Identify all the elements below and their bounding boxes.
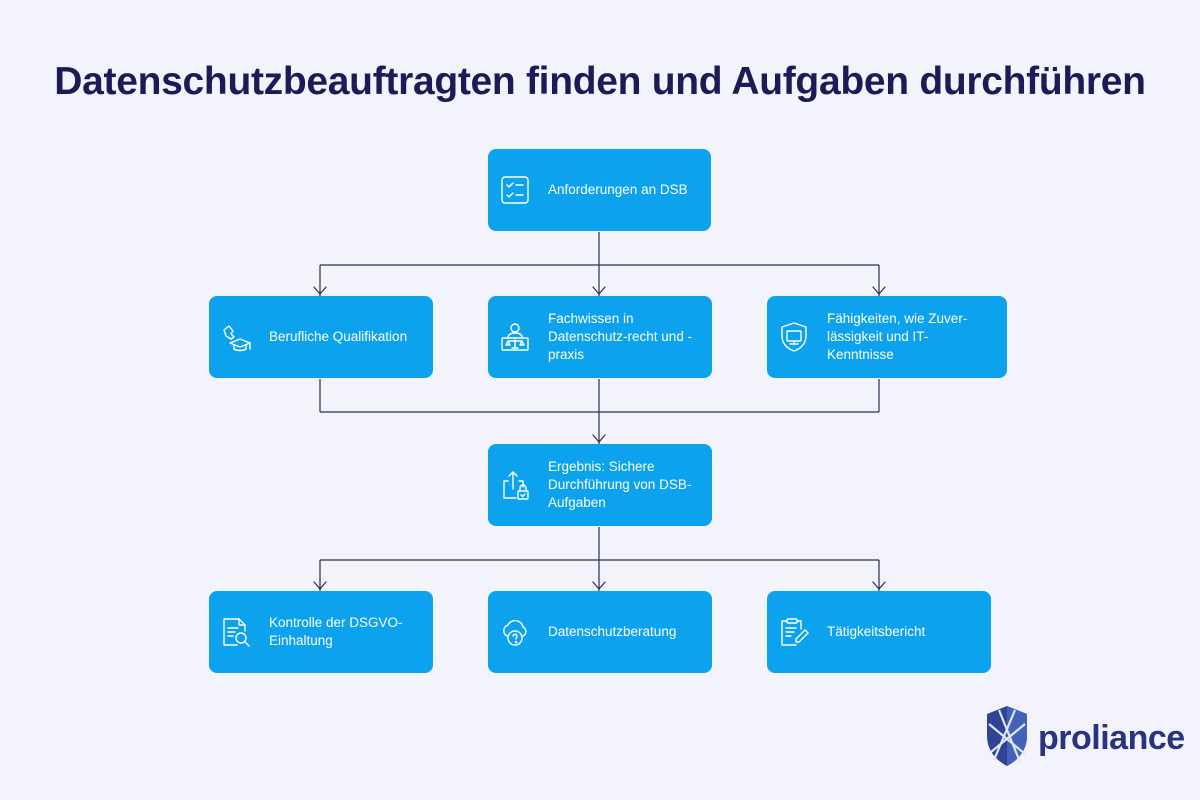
page-title: Datenschutzbeauftragten finden und Aufga…	[54, 60, 1146, 103]
graduation-cap-icon	[219, 320, 253, 354]
cloud-question-icon	[498, 615, 532, 649]
monitor-shield-icon	[777, 320, 811, 354]
checklist-icon	[498, 173, 532, 207]
node-advice: Datenschutzberatung	[488, 591, 712, 673]
node-expertise-label: Fachwissen in Datenschutz-recht und -pra…	[548, 311, 693, 362]
node-control-label: Kontrolle der DSGVO-Einhaltung	[269, 615, 403, 648]
logo-text: proliance	[1038, 719, 1185, 757]
node-skills-label: Fähigkeiten, wie Zuver-lässigkeit und IT…	[827, 311, 968, 362]
person-with-scales-icon	[498, 320, 532, 354]
node-result: Ergebnis: Sichere Durchführung von DSB-A…	[488, 444, 712, 526]
node-advice-label: Datenschutzberatung	[548, 624, 677, 639]
shield-logo-icon	[984, 704, 1030, 773]
node-report-label: Tätigkeitsbericht	[827, 624, 926, 639]
clipboard-pen-icon	[777, 615, 811, 649]
node-qualification-label: Berufliche Qualifikation	[269, 329, 408, 344]
node-requirements: Anforderungen an DSB	[488, 149, 711, 231]
node-result-label: Ergebnis: Sichere Durchführung von DSB-A…	[548, 459, 692, 510]
upload-lock-icon	[498, 468, 532, 502]
node-expertise: Fachwissen in Datenschutz-recht und -pra…	[488, 296, 712, 378]
proliance-logo: proliance	[984, 704, 1185, 773]
node-control: Kontrolle der DSGVO-Einhaltung	[209, 591, 433, 673]
node-skills: Fähigkeiten, wie Zuver-lässigkeit und IT…	[767, 296, 1007, 378]
document-search-icon	[219, 615, 253, 649]
node-requirements-label: Anforderungen an DSB	[548, 182, 688, 197]
node-qualification: Berufliche Qualifikation	[209, 296, 433, 378]
node-report: Tätigkeitsbericht	[767, 591, 991, 673]
